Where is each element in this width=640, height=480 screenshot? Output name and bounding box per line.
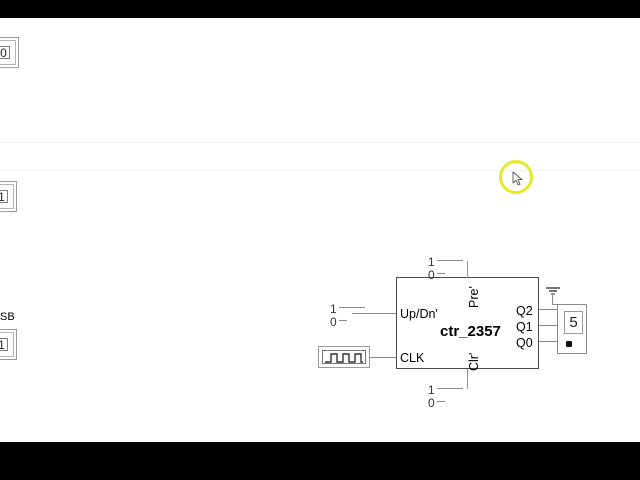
up-dn-switch[interactable]: 1 0 (330, 303, 370, 329)
up-dn-switch-tick-low (339, 320, 347, 321)
pre-switch-lever[interactable] (443, 260, 463, 261)
hex-display[interactable]: 5 (557, 304, 587, 354)
clr-switch[interactable]: 1 0 (428, 384, 468, 410)
edge-display-middle-frame: 1 (0, 184, 14, 209)
pin-label-clk: CLK (400, 351, 425, 365)
up-dn-switch-high-label: 1 (330, 302, 337, 316)
letterbox-top (0, 0, 640, 18)
chip-label: ctr_2357 (440, 323, 501, 340)
pin-label-q2: Q2 (516, 304, 533, 318)
edge-display-top-frame: 0 (0, 40, 16, 65)
edge-display-bottom[interactable]: 1 (0, 329, 17, 360)
wire-gnd-down (552, 295, 553, 304)
edge-display-middle[interactable]: 1 (0, 181, 17, 212)
up-dn-switch-tick-high (339, 307, 347, 308)
up-dn-switch-lever[interactable] (345, 307, 365, 308)
clock-pulse-generator[interactable] (318, 346, 370, 368)
pin-label-q1: Q1 (516, 320, 533, 334)
circuit-canvas[interactable]: 0 1 SB 1 ctr_2357 Up/Dn' CLK Pre' Clr' Q… (0, 18, 640, 442)
wire-gnd-right (552, 304, 559, 305)
clr-switch-tick-high (437, 388, 445, 389)
pre-switch-high-label: 1 (428, 255, 435, 269)
clr-switch-lever[interactable] (443, 388, 463, 389)
edge-display-bottom-value: 1 (0, 338, 8, 352)
hex-display-value: 5 (564, 311, 583, 334)
wire-clr (467, 369, 468, 389)
clr-switch-low-label: 0 (428, 396, 435, 410)
canvas-seam-upper (0, 142, 640, 143)
pin-label-clr: Clr' (467, 352, 481, 371)
mouse-cursor (512, 171, 523, 186)
clock-generator-frame (322, 350, 366, 364)
cursor-highlight-ring (499, 160, 533, 194)
wire-q0 (539, 341, 557, 342)
pin-label-pre: Pre' (467, 286, 481, 308)
up-dn-switch-low-label: 0 (330, 315, 337, 329)
pre-switch-low-label: 0 (428, 268, 435, 282)
clr-switch-high-label: 1 (428, 383, 435, 397)
edge-display-middle-value: 1 (0, 190, 8, 204)
edge-display-top-value: 0 (0, 46, 10, 60)
pre-switch-tick-high (437, 260, 445, 261)
square-wave-icon (325, 353, 363, 363)
letterbox-bottom (0, 442, 640, 480)
chip-ctr2357[interactable] (396, 277, 539, 369)
ground-icon (546, 287, 560, 295)
wire-up-dn (352, 313, 396, 314)
canvas-seam-lower (0, 170, 640, 171)
clr-switch-tick-low (437, 401, 445, 402)
pin-label-q0: Q0 (516, 336, 533, 350)
wire-q1 (539, 325, 557, 326)
lsb-label: SB (0, 311, 15, 323)
wire-q2 (539, 309, 557, 310)
edge-display-top[interactable]: 0 (0, 37, 19, 68)
pin-label-up-dn: Up/Dn' (400, 307, 438, 321)
pre-switch-tick-low (437, 273, 445, 274)
wire-clk (370, 357, 396, 358)
hex-display-decimal-point (566, 341, 572, 347)
edge-display-bottom-frame: 1 (0, 332, 14, 357)
wire-pre (467, 261, 468, 278)
pre-switch[interactable]: 1 0 (428, 256, 468, 282)
